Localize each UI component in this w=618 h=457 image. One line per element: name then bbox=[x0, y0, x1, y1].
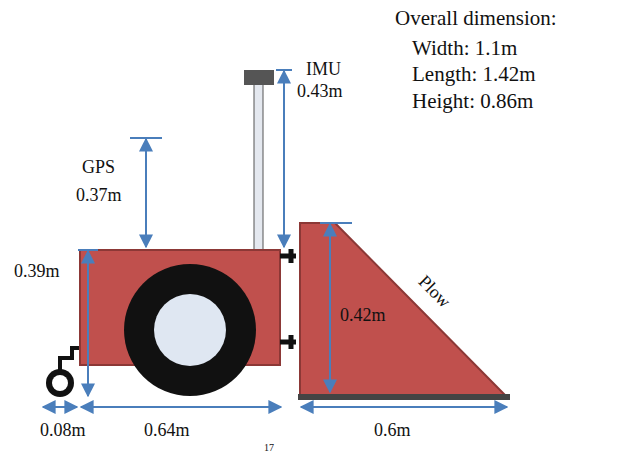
dimension-label: 0.08m bbox=[40, 421, 86, 439]
part-name: IMU bbox=[306, 60, 341, 78]
body-length-dimension bbox=[81, 406, 281, 408]
imu-mast bbox=[254, 84, 263, 250]
drive-wheel bbox=[124, 264, 256, 396]
dimension-label: 0.39m bbox=[14, 262, 60, 280]
plow-mount bbox=[280, 335, 296, 349]
body-height-dimension bbox=[87, 251, 89, 396]
dimension-tick bbox=[130, 137, 162, 139]
dimension-label: 0.42m bbox=[340, 306, 386, 324]
imu-dimension bbox=[283, 71, 285, 247]
caster-bracket bbox=[60, 348, 80, 372]
dimension-tick bbox=[320, 222, 352, 224]
dimension-label: 0.37m bbox=[76, 186, 122, 204]
wheel-hub bbox=[154, 294, 226, 366]
gps-dimension bbox=[145, 139, 147, 247]
caster-wheel bbox=[46, 369, 74, 397]
caster-hub bbox=[52, 375, 68, 391]
part-name: Plow bbox=[415, 272, 454, 311]
part-name: GPS bbox=[82, 158, 115, 176]
plow-length-dimension bbox=[301, 406, 507, 408]
heading: Overall dimension: bbox=[395, 8, 557, 29]
page-number: 17 bbox=[264, 443, 274, 453]
plow-height-dimension bbox=[329, 224, 331, 392]
dimension-text: Height: 0.86m bbox=[412, 91, 533, 112]
dimension-text: Length: 1.42m bbox=[412, 64, 536, 85]
plow-base bbox=[298, 394, 510, 400]
dimension-label: 0.6m bbox=[374, 421, 411, 439]
dimension-label: 0.64m bbox=[144, 421, 190, 439]
plow-mount bbox=[280, 249, 296, 263]
imu-sensor bbox=[244, 70, 274, 85]
dimension-tick bbox=[276, 69, 292, 71]
caster-length-dimension bbox=[43, 406, 77, 408]
plow-blade bbox=[300, 223, 505, 395]
dimension-label: 0.43m bbox=[297, 82, 343, 100]
dimension-text: Width: 1.1m bbox=[412, 38, 517, 59]
dimension-tick bbox=[78, 249, 98, 251]
